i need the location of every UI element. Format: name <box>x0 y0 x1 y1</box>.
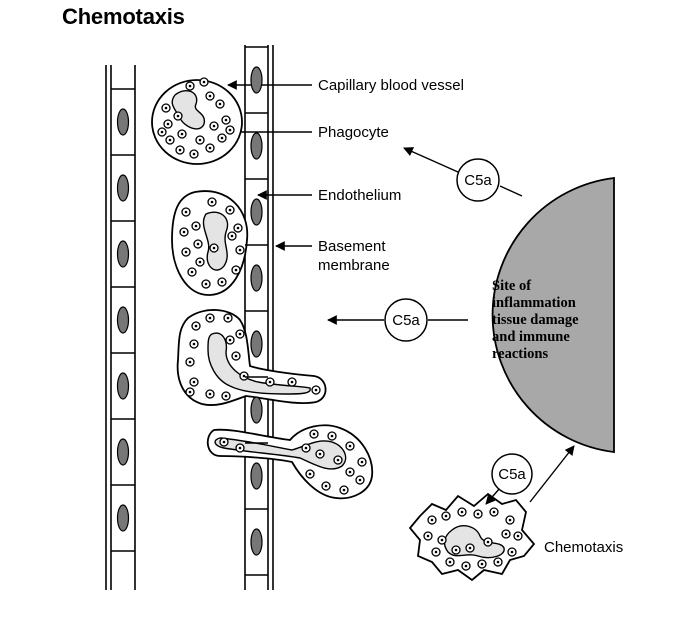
phagocyte-cell-5 <box>408 492 536 582</box>
nucleus-icon <box>116 306 130 334</box>
nucleus-icon <box>116 438 130 466</box>
label-capillary-blood-vessel: Capillary blood vessel <box>318 77 464 94</box>
nucleus-icon <box>116 240 130 268</box>
site-line-2: inflammation <box>492 295 576 311</box>
phagocyte-cell-4 <box>206 424 374 500</box>
c5a-marker-1: C5a <box>456 158 500 202</box>
inflammation-site-text: Site of inflammation tissue damage and i… <box>492 278 579 362</box>
nucleus-icon <box>250 198 263 226</box>
right-capillary-wall <box>244 45 274 590</box>
label-endothelium: Endothelium <box>318 187 401 204</box>
nucleus-icon <box>250 528 263 556</box>
c5a-label: C5a <box>464 172 492 189</box>
c5a-marker-3: C5a <box>491 453 533 495</box>
chemotaxis-arrows <box>327 147 575 505</box>
nucleus-icon <box>116 108 130 136</box>
site-line-5: reactions <box>492 346 548 362</box>
nucleus-icon <box>116 372 130 400</box>
nucleus-icon <box>250 264 263 292</box>
nucleus-icon <box>250 132 263 160</box>
label-chemotaxis: Chemotaxis <box>544 539 623 556</box>
site-line-3: tissue damage <box>492 312 579 328</box>
nucleus-icon <box>250 396 263 424</box>
nucleus-icon <box>250 462 263 490</box>
label-basement: Basement <box>318 238 386 255</box>
label-phagocyte: Phagocyte <box>318 124 389 141</box>
site-line-1: Site of <box>492 278 531 294</box>
left-capillary-wall <box>105 65 136 590</box>
c5a-label: C5a <box>498 466 526 483</box>
phagocyte-cell-3 <box>176 309 327 406</box>
nucleus-icon <box>250 66 263 94</box>
nucleus-icon <box>116 504 130 532</box>
label-leaders <box>227 80 312 251</box>
phagocyte-cell-2 <box>171 190 249 296</box>
c5a-label: C5a <box>392 312 420 329</box>
nucleus-icon <box>116 174 130 202</box>
inflammation-site <box>491 176 615 454</box>
phagocyte-cell-1 <box>151 77 243 165</box>
page-title: Chemotaxis <box>62 4 185 29</box>
label-membrane: membrane <box>318 257 390 274</box>
c5a-marker-2: C5a <box>384 298 428 342</box>
site-line-4: and immune <box>492 329 570 345</box>
nucleus-icon <box>250 330 263 358</box>
